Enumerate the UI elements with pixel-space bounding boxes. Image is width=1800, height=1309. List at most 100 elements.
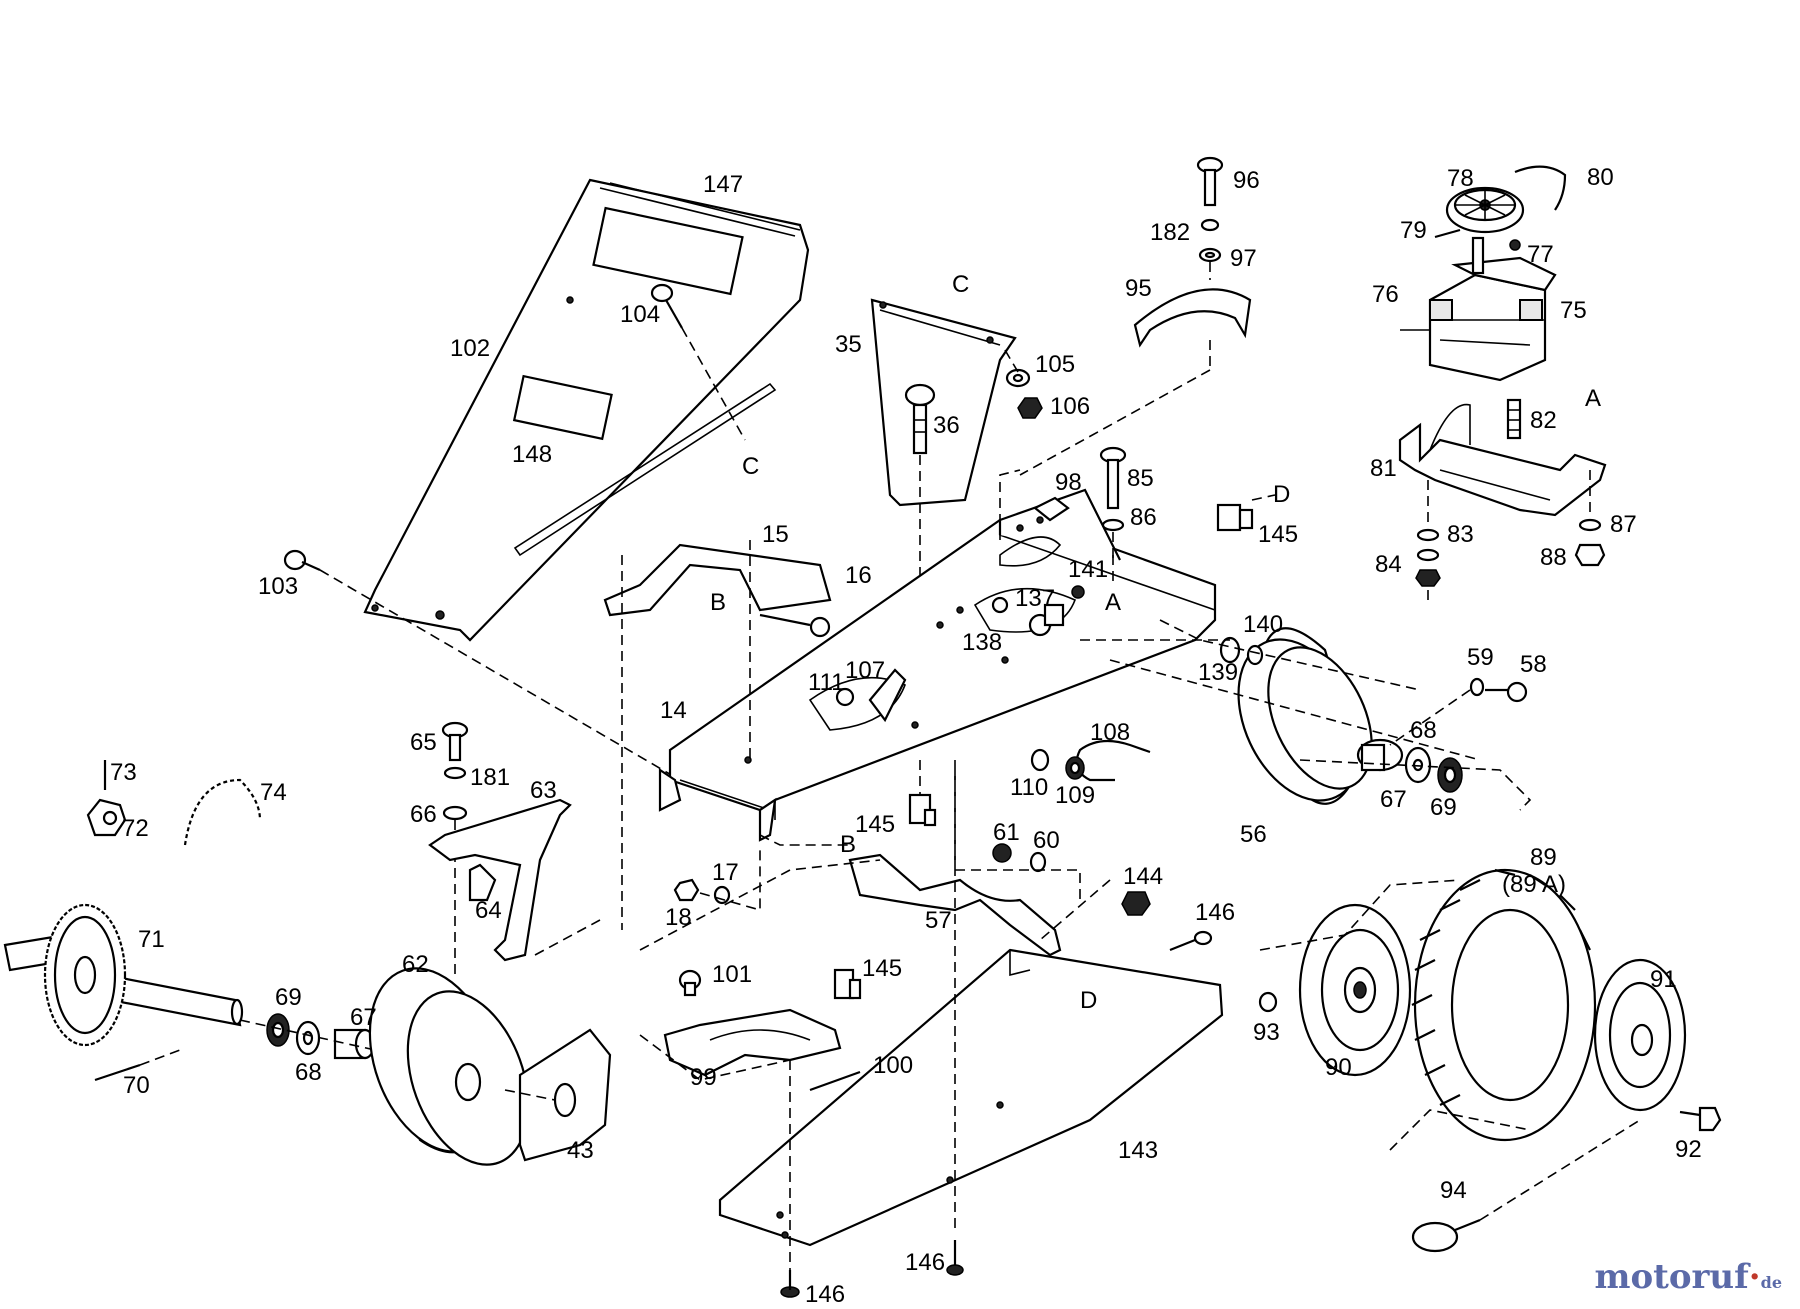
dash-63 [534, 919, 601, 956]
base-plate-143 [718, 948, 1224, 1247]
belt-segment-80 [1514, 165, 1567, 211]
label-145-c: 145 [862, 955, 902, 982]
tire-89 [1411, 868, 1597, 1142]
spring-82 [1506, 398, 1522, 440]
label-96: 96 [1233, 167, 1260, 194]
label-100: 100 [873, 1052, 913, 1079]
label-85: 85 [1127, 465, 1154, 492]
washer-nut-105-106 [1004, 349, 1043, 419]
label-90: 90 [1325, 1054, 1352, 1081]
label-17: 17 [712, 859, 739, 886]
label-67-b: 67 [350, 1004, 377, 1031]
guard-95 [1019, 288, 1252, 476]
bolt-104 [650, 283, 746, 441]
label-68-b: 68 [295, 1059, 322, 1086]
label-141: 141 [1068, 556, 1108, 583]
bracket-35 [870, 298, 1017, 507]
handle-plate [363, 178, 810, 642]
bolt-85 [1099, 446, 1127, 560]
wheel-62 [368, 967, 530, 1166]
label-b-1: B [710, 589, 726, 616]
dash-90 [1389, 1109, 1531, 1151]
label-78: 78 [1447, 165, 1474, 192]
frame-14 [658, 488, 1217, 842]
label-103: 103 [258, 573, 298, 600]
label-104: 104 [620, 301, 660, 328]
rim-91 [1593, 958, 1687, 1112]
pulley-78 [1445, 186, 1525, 234]
label-144: 144 [1123, 863, 1163, 890]
pin-70 [94, 1049, 181, 1082]
screw-146-c [780, 1270, 800, 1298]
label-75: 75 [1560, 297, 1587, 324]
label-105: 105 [1035, 351, 1075, 378]
label-99: 99 [690, 1064, 717, 1091]
label-93: 93 [1253, 1019, 1280, 1046]
screw-146-b [946, 1240, 964, 1276]
label-76: 76 [1372, 281, 1399, 308]
label-74: 74 [260, 779, 287, 806]
label-139: 139 [1198, 659, 1238, 686]
label-98: 98 [1055, 469, 1082, 496]
label-68-a: 68 [1410, 717, 1437, 744]
watermark-main: motoruf [1594, 1257, 1749, 1297]
label-106: 106 [1050, 393, 1090, 420]
label-71: 71 [138, 926, 165, 953]
cable-clip-145-middle [908, 760, 937, 827]
label-146-b: 146 [905, 1249, 945, 1276]
label-146-a: 146 [1195, 899, 1235, 926]
label-84: 84 [1375, 551, 1402, 578]
dash-89 [1259, 879, 1461, 951]
label-88: 88 [1540, 544, 1567, 571]
bracket-99 [663, 969, 842, 1077]
label-18: 18 [665, 904, 692, 931]
label-63: 63 [530, 777, 557, 804]
label-137: 137 [1015, 585, 1055, 612]
washer-68-a [1404, 746, 1432, 784]
sprocket-72 [86, 760, 127, 837]
decal-147 [592, 206, 744, 296]
bracket-81 [1398, 403, 1607, 517]
pin-100 [809, 1070, 861, 1092]
part-labels: 147 102 104 148 C 103 35 C 105 106 36 96… [110, 164, 1702, 1308]
label-147: 147 [703, 171, 743, 198]
decal-148 [512, 374, 613, 441]
label-70: 70 [123, 1072, 150, 1099]
dash-frame-b [759, 834, 850, 846]
label-64: 64 [475, 897, 502, 924]
bracket-15 [603, 540, 832, 930]
washer-17-18 [673, 850, 761, 912]
label-72: 72 [122, 815, 149, 842]
label-87: 87 [1610, 511, 1637, 538]
label-89a: (89 A) [1502, 871, 1566, 898]
label-65: 65 [410, 729, 437, 756]
label-101: 101 [712, 961, 752, 988]
bolt-36 [904, 383, 936, 680]
washer-140-139 [1219, 636, 1264, 666]
label-94: 94 [1440, 1177, 1467, 1204]
label-73: 73 [110, 759, 137, 786]
label-d-2: D [1080, 987, 1097, 1014]
label-82: 82 [1530, 407, 1557, 434]
label-138: 138 [962, 629, 1002, 656]
washer-109-110 [1030, 748, 1085, 780]
bushing-67-b [333, 1028, 376, 1060]
hub-90 [1298, 903, 1412, 1077]
label-80: 80 [1587, 164, 1614, 191]
washer-93 [1258, 991, 1278, 1013]
bracket-63 [428, 798, 572, 962]
label-59: 59 [1467, 644, 1494, 671]
label-143: 143 [1118, 1137, 1158, 1164]
label-43: 43 [567, 1137, 594, 1164]
dash-frame-bracket [999, 469, 1021, 540]
label-81: 81 [1370, 455, 1397, 482]
label-14: 14 [660, 697, 687, 724]
label-56: 56 [1240, 821, 1267, 848]
label-66: 66 [410, 801, 437, 828]
washer-nut-83-84 [1415, 480, 1441, 587]
engine-75 [1400, 236, 1557, 382]
label-a-1: A [1585, 385, 1601, 412]
watermark-tld: de [1760, 1273, 1782, 1292]
cable-clamp-137 [991, 585, 1085, 637]
